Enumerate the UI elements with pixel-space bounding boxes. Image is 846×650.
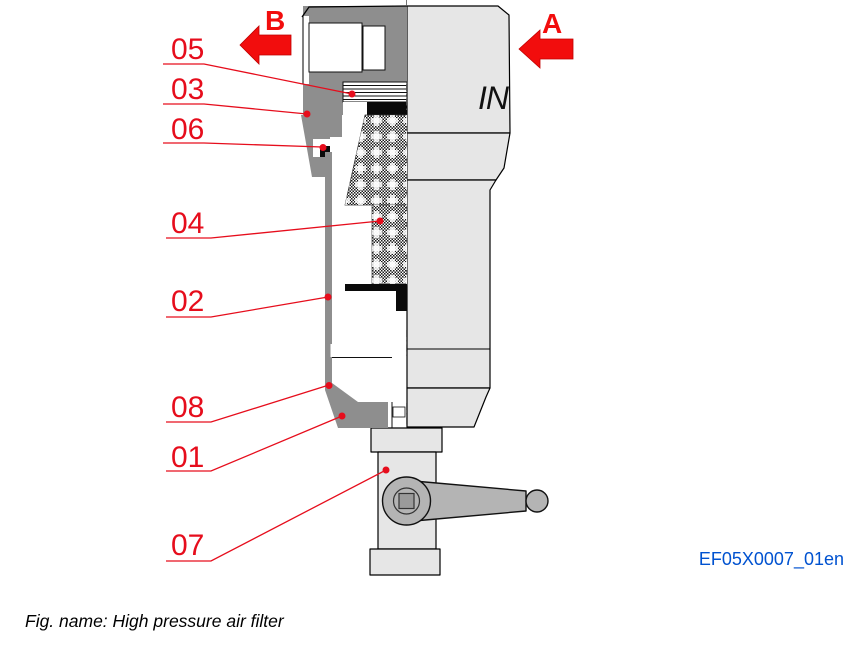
outlet-port-cavity [308,22,363,73]
lever-ball-end [525,489,549,513]
bowl-wall-section-02 [325,152,332,390]
drain-valve-lever [381,476,549,526]
figure-caption: Fig. name: High pressure air filter [25,611,284,631]
filter-element-04 [344,114,408,311]
callout-06-leader [163,142,323,148]
callout-04-dot [376,217,384,225]
callout-06-dot [319,144,327,151]
callout-07-label: 07 [171,529,204,562]
bowl-bottom-section-01 [325,383,388,428]
bowl-wall-slit [330,344,333,357]
callout-01-leader [166,415,343,472]
filter-clamp-flange-exterior [406,132,511,181]
callout-08-leader [166,384,330,423]
callout-03-label: 03 [171,73,204,106]
oring-06 [320,146,330,157]
outlet-arrow-icon [239,25,292,65]
element-bottom-hook [396,291,407,311]
element-top-cap [367,102,407,115]
callout-04-label: 04 [171,207,204,240]
inlet-arrow-label: A [542,8,562,39]
retainer-thread-lines [343,85,407,100]
callout-02-leader [166,296,329,318]
element-lower-pleats-holes [372,205,407,285]
inlet-arrow-icon [518,29,574,69]
callout-05-dot [348,90,356,98]
callout-08-dot [325,382,333,389]
callout-03-leader [163,103,308,115]
inlet-port-text: IN [478,80,510,116]
filter-bowl-exterior [406,179,497,389]
callout-06-label: 06 [171,113,204,146]
outlet-arrow-label: B [265,5,285,36]
flow-arrows: B A IN [239,5,574,116]
head-top-outline [301,5,408,18]
element-upper-pleats-holes [345,115,407,205]
filter-section-view [301,5,408,428]
callout-04-leader [166,220,381,239]
callout-07-leader [166,469,387,562]
drain-collar-upper [370,427,443,453]
callout-02-dot [324,293,332,301]
callouts: 05 03 06 04 02 08 01 07 [163,33,390,562]
callout-01-dot [338,412,346,420]
callout-02-label: 02 [171,285,204,318]
callout-07-dot [382,466,390,474]
bowl-bottom-exterior [406,387,491,428]
callout-08-label: 08 [171,391,204,424]
drain-passage-step [392,406,406,418]
head-left-gap [303,16,309,84]
cavity-notch [343,102,367,115]
callout-05-leader [163,63,353,95]
lever-square-nut [398,492,415,510]
callout-03-dot [303,110,311,118]
drain-collar-lower [369,548,441,576]
element-bottom-cap [345,284,407,291]
callout-01-label: 01 [171,441,204,474]
inner-port-cavity [362,25,386,71]
document-code: EF05X0007_01en [698,549,844,569]
callout-05-label: 05 [171,33,204,66]
